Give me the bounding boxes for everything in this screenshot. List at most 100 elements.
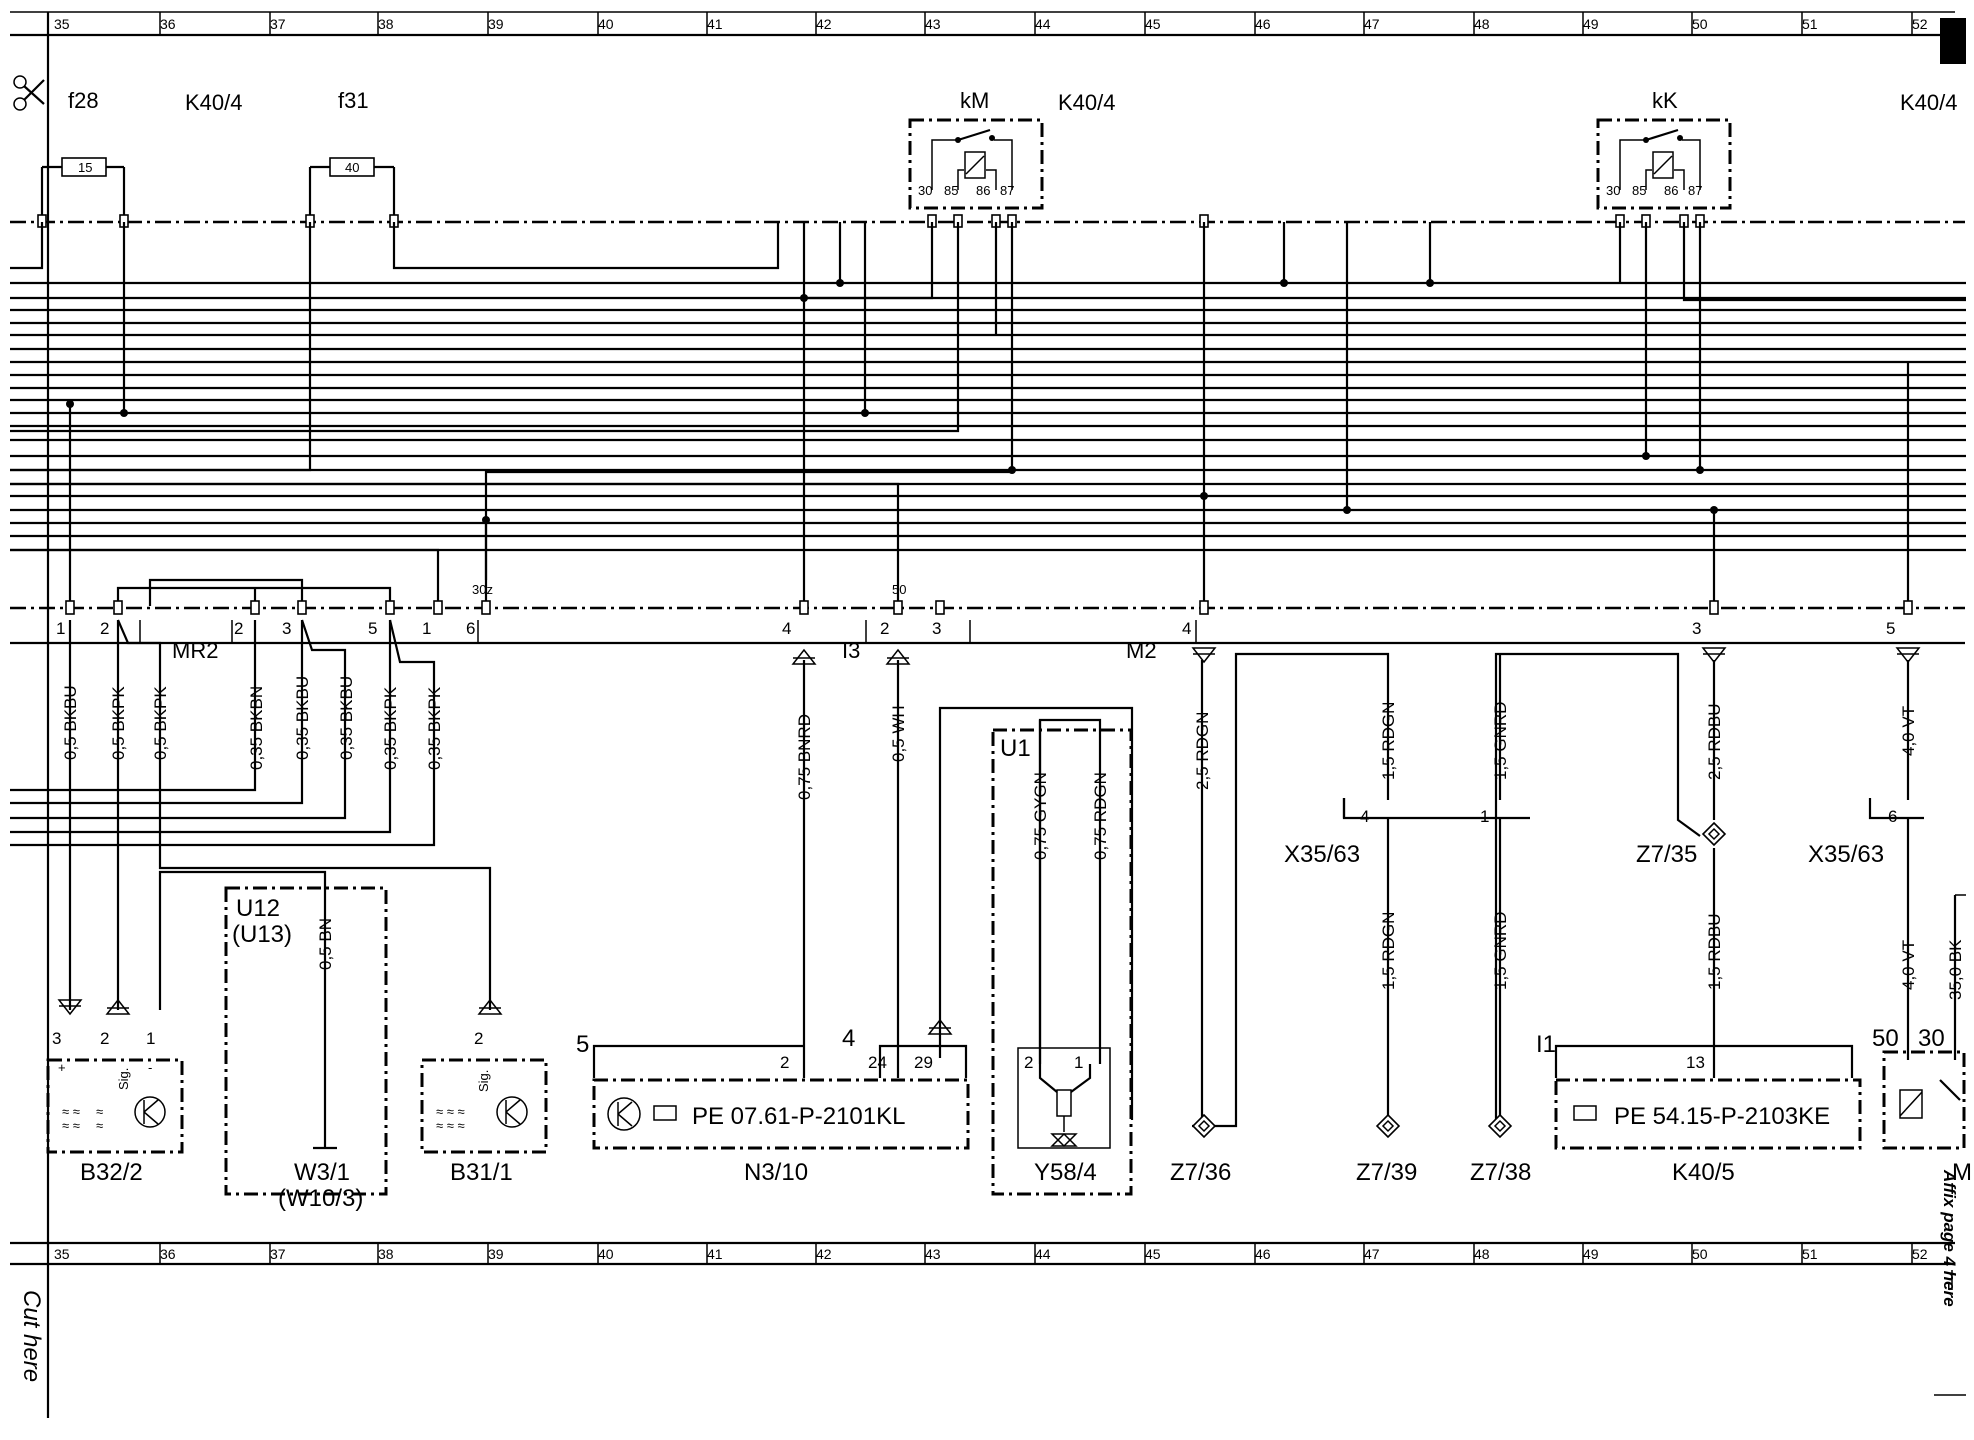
svg-text:≈ ≈: ≈ ≈ bbox=[62, 1104, 80, 1119]
label-50: 50 bbox=[892, 582, 906, 597]
grid-col-top: 38 bbox=[378, 16, 394, 32]
component-pin-label: 4 bbox=[1360, 807, 1369, 826]
connector-arrow bbox=[477, 998, 503, 1015]
ref-n3-10: PE 07.61-P-2101KL bbox=[692, 1103, 905, 1130]
b32-plus: + bbox=[58, 1060, 66, 1075]
mr2-pin-label: 2 bbox=[234, 619, 243, 638]
connector-arrow bbox=[1895, 647, 1921, 664]
mr2-pin-label: 3 bbox=[282, 619, 291, 638]
component-b32-2: ≈ ≈ ≈ ≈ ≈ ≈ bbox=[46, 1058, 184, 1154]
label-y58-4: Y58/4 bbox=[1034, 1159, 1097, 1186]
label-z7-36: Z7/36 bbox=[1170, 1159, 1231, 1186]
mid-connector-pin bbox=[1709, 600, 1719, 615]
z7-terminal bbox=[1701, 821, 1727, 847]
grid-col-top: 41 bbox=[707, 16, 723, 32]
label-m-cut: M bbox=[1952, 1159, 1972, 1186]
grid-col-top: 39 bbox=[488, 16, 504, 32]
lower-wiring bbox=[10, 619, 1966, 1396]
relay-pin-label: 30 bbox=[918, 183, 932, 198]
svg-text:≈: ≈ bbox=[96, 1118, 103, 1133]
junction-dot bbox=[1426, 279, 1434, 287]
junction-dot bbox=[800, 294, 808, 302]
connector-arrow bbox=[1701, 647, 1727, 664]
connector-arrow bbox=[791, 648, 817, 665]
grid-col-top: 44 bbox=[1035, 16, 1051, 32]
grid-col-top: 48 bbox=[1474, 16, 1490, 32]
mid-connector-pin bbox=[65, 600, 75, 615]
grid-col-bottom: 37 bbox=[270, 1246, 286, 1262]
connector-arrow bbox=[885, 648, 911, 665]
junction-dot bbox=[1008, 466, 1016, 474]
b31-sig: Sig. bbox=[476, 1070, 491, 1092]
corner-marker bbox=[1940, 18, 1966, 64]
wire-label: 0,5 BN bbox=[316, 918, 335, 970]
label-30z: 30z bbox=[472, 582, 493, 597]
pin-label-m-50: 50 bbox=[1872, 1025, 1899, 1052]
connector-arrow bbox=[57, 999, 83, 1016]
mid-connector-pin bbox=[113, 600, 123, 615]
svg-text:≈ ≈: ≈ ≈ bbox=[62, 1118, 80, 1133]
junction-dot bbox=[482, 516, 490, 524]
mr2-pin-label: 5 bbox=[368, 619, 377, 638]
mid-connector-pin bbox=[297, 600, 307, 615]
grid-col-bottom: 39 bbox=[488, 1246, 504, 1262]
label-k40-mid: K40/4 bbox=[1058, 90, 1116, 115]
wire-label: 1,5 RDBU bbox=[1705, 913, 1724, 990]
ref-k40-5: PE 54.15-P-2103KE bbox=[1614, 1103, 1830, 1130]
grid-col-bottom: 40 bbox=[598, 1246, 614, 1262]
grid-col-bottom: 47 bbox=[1364, 1246, 1380, 1262]
component-n3-10 bbox=[592, 1044, 970, 1150]
wire-label: 1,5 GNRD bbox=[1491, 702, 1510, 780]
z7-terminal bbox=[1487, 1113, 1513, 1139]
junction-dot bbox=[1710, 506, 1718, 514]
component-pin-label: 6 bbox=[1888, 807, 1897, 826]
fuse-f31: 40 bbox=[308, 157, 396, 222]
junction-dot bbox=[1642, 452, 1650, 460]
wire-label: 4,0 VT bbox=[1899, 706, 1918, 756]
mr2-pin-label: 1 bbox=[422, 619, 431, 638]
component-pin-label: 2 bbox=[100, 1029, 109, 1048]
wire-label: 4,0 VT bbox=[1899, 940, 1918, 990]
pin-label-i1: I1 bbox=[1536, 1031, 1556, 1058]
relay-pin-label: 30 bbox=[1606, 183, 1620, 198]
junction-dot bbox=[1696, 466, 1704, 474]
svg-text:15: 15 bbox=[78, 160, 92, 175]
mid-connector-pin bbox=[433, 600, 443, 615]
label-f31: f31 bbox=[338, 88, 369, 113]
label-kk: kK bbox=[1652, 88, 1678, 113]
wire-label: 0,5 BKBU bbox=[61, 685, 80, 760]
label-u12: U12 bbox=[236, 895, 280, 922]
label-i3: I3 bbox=[842, 638, 860, 663]
i3-pin-label: 2 bbox=[880, 619, 889, 638]
grid-col-top: 47 bbox=[1364, 16, 1380, 32]
m2-pin-label: 5 bbox=[1886, 619, 1895, 638]
grid-col-top: 46 bbox=[1255, 16, 1271, 32]
i3-pin-label: 3 bbox=[932, 619, 941, 638]
svg-text:40: 40 bbox=[345, 160, 359, 175]
bus-wires bbox=[10, 281, 1966, 552]
component-pin-label: 3 bbox=[52, 1029, 61, 1048]
connector-x35-63-a bbox=[1342, 798, 1530, 820]
label-x35-63-b: X35/63 bbox=[1808, 841, 1884, 868]
b32-minus: - bbox=[148, 1060, 152, 1075]
wire-label: 1,5 GNRD bbox=[1491, 912, 1510, 990]
grid-col-bottom: 51 bbox=[1802, 1246, 1818, 1262]
wire-label: 0,35 BKBU bbox=[337, 676, 356, 760]
grid-col-top: 35 bbox=[54, 16, 70, 32]
component-pin-label: 2 bbox=[1024, 1053, 1033, 1072]
junction-dot bbox=[1280, 279, 1288, 287]
wire-label: 0,5 BKPK bbox=[151, 686, 170, 760]
pin-label-m-30: 30 bbox=[1918, 1025, 1945, 1052]
component-pin-label: 1 bbox=[1074, 1053, 1083, 1072]
label-k40-right: K40/4 bbox=[1900, 90, 1958, 115]
grid-col-bottom: 36 bbox=[160, 1246, 176, 1262]
mr2-pin-label: 2 bbox=[100, 619, 109, 638]
connector-arrow bbox=[927, 1018, 953, 1035]
grid-col-bottom: 44 bbox=[1035, 1246, 1051, 1262]
svg-text:≈ ≈ ≈: ≈ ≈ ≈ bbox=[436, 1118, 465, 1133]
wire-label: 35,0 BK bbox=[1946, 939, 1965, 1000]
label-b31-1: B31/1 bbox=[450, 1159, 513, 1186]
